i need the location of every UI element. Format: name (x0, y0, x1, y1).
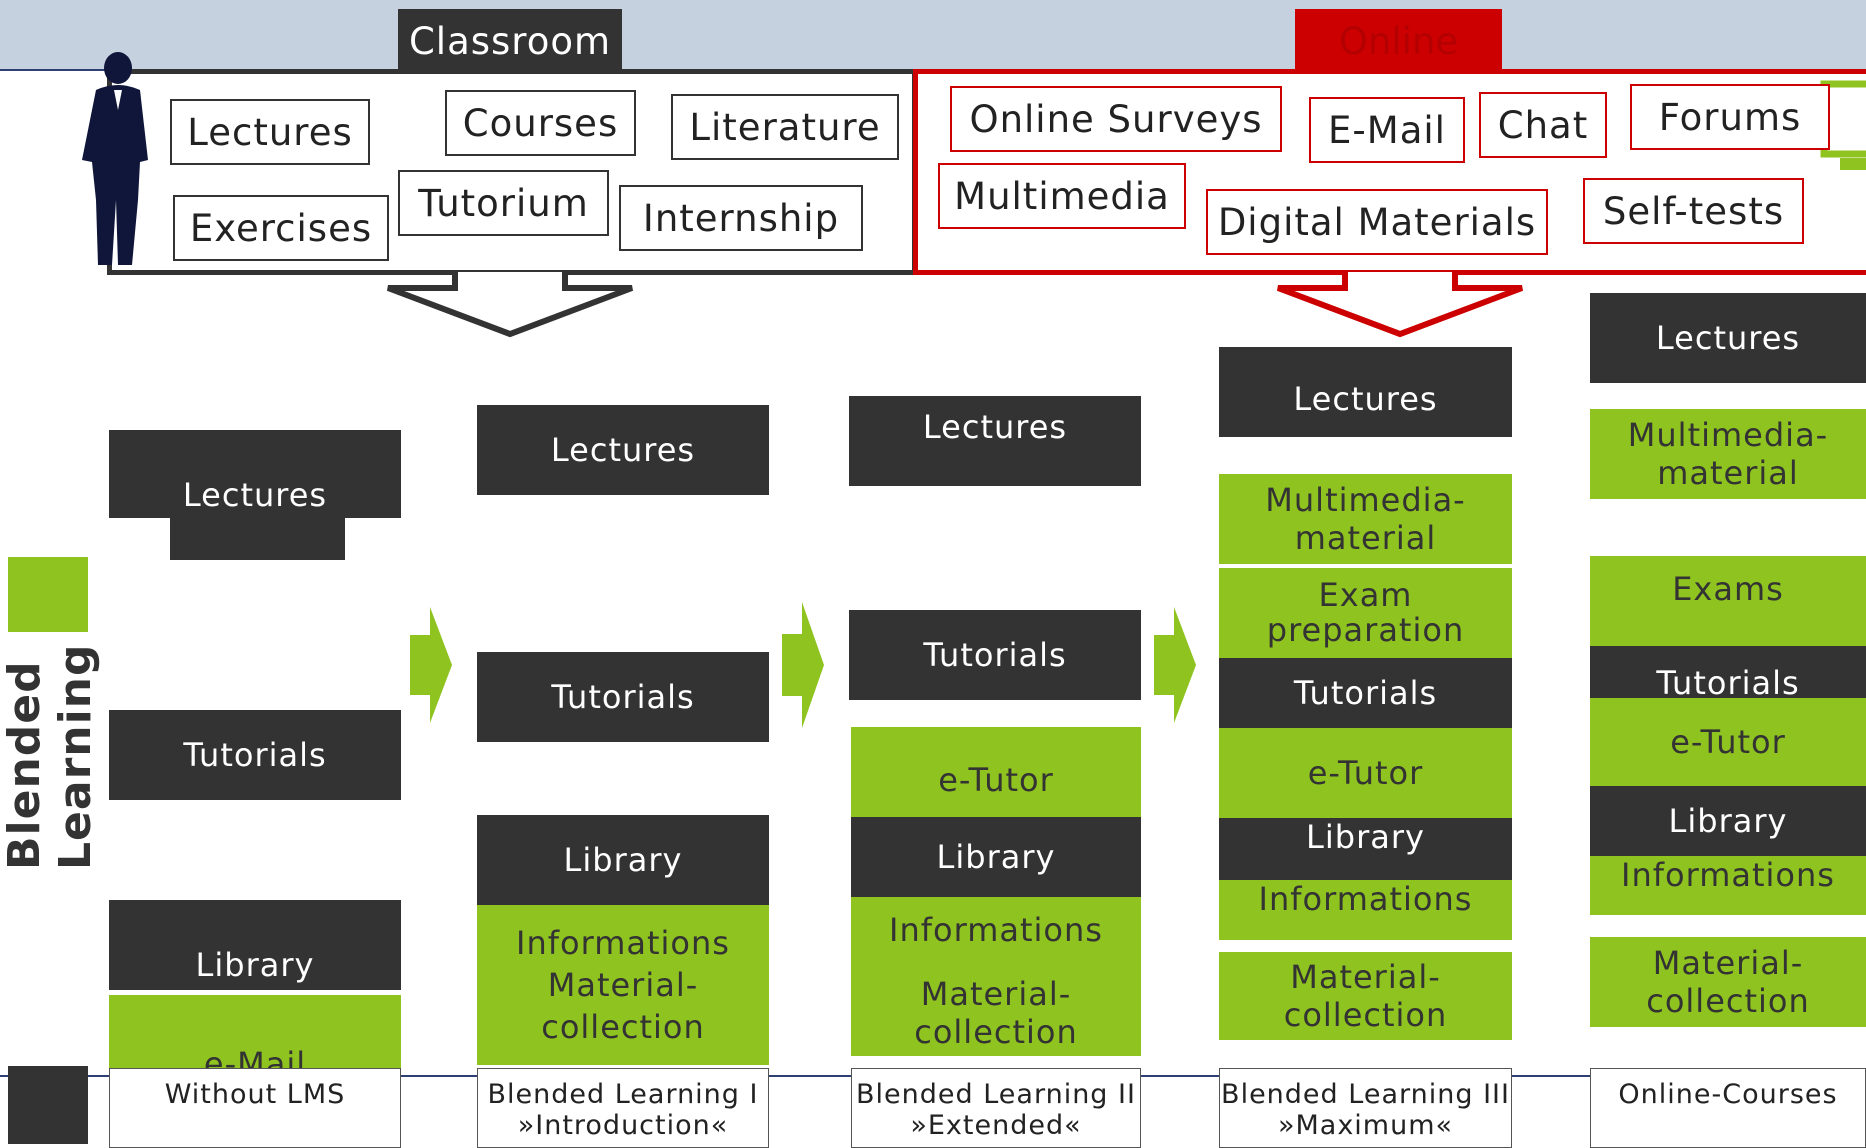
tag-lectures: Lectures (170, 99, 370, 165)
corner-square (8, 1066, 88, 1144)
col4-exam-preparation: Exam preparation (1219, 568, 1512, 658)
tag-online-surveys: Online Surveys (950, 86, 1282, 152)
col5-library: Library (1590, 786, 1866, 856)
col5-tutorials-label: Tutorials (1656, 663, 1800, 702)
col4-library-block (1219, 818, 1512, 880)
col3-lectures-label: Lectures (922, 408, 1068, 446)
transition-arrow-1 (410, 607, 452, 723)
col1-footer: Without LMS (109, 1068, 401, 1148)
col4-lectures: Lectures (1219, 347, 1512, 437)
transition-arrow-3 (1154, 607, 1196, 723)
tag-chat: Chat (1479, 92, 1607, 158)
col2-tutorials: Tutorials (477, 652, 769, 742)
col2-lectures: Lectures (477, 405, 769, 495)
col2-informations-material-collection: Informations Material- collection (477, 905, 769, 1065)
tag-forums: Forums (1630, 84, 1830, 150)
top-band (0, 0, 1866, 69)
col5-footer: Online-Courses (1590, 1068, 1866, 1148)
col5-lectures: Lectures (1590, 293, 1866, 383)
col4-footer: Blended Learning III »Maximum« (1219, 1068, 1512, 1148)
col2-library: Library (477, 815, 769, 905)
col5-exams: Exams (1590, 556, 1866, 646)
col5-informations: Informations (1590, 856, 1866, 915)
classroom-tab: Classroom (398, 9, 622, 73)
tag-multimedia: Multimedia (938, 163, 1186, 229)
online-tab: Online (1295, 9, 1502, 73)
tag-tutorium: Tutorium (398, 170, 609, 236)
col1-lectures-label: Lectures (182, 476, 328, 514)
tag-literature: Literature (671, 94, 899, 160)
col1-lectures-tab (170, 510, 345, 560)
col3-informations: Informations (851, 897, 1141, 962)
blended-learning-side-label: Blended Learning (0, 643, 101, 871)
col1-library-label: Library (195, 946, 315, 984)
person-icon (82, 52, 148, 265)
col1-library-block (109, 900, 401, 990)
col5-multimedia-material: Multimedia- material (1590, 409, 1866, 499)
col3-material-collection: Material- collection (851, 962, 1141, 1056)
col5-material-collection: Material- collection (1590, 937, 1866, 1027)
tag-e-mail: E-Mail (1309, 97, 1465, 163)
col2-footer: Blended Learning I »Introduction« (477, 1068, 769, 1148)
col4-material-collection: Material- collection (1219, 952, 1512, 1040)
col4-library-label: Library (1306, 818, 1425, 856)
side-label-highlight (8, 557, 88, 632)
tag-digital-materials: Digital Materials (1206, 189, 1548, 255)
tag-exercises: Exercises (173, 195, 389, 261)
transition-arrow-2 (782, 602, 824, 728)
col3-e-tutor: e-Tutor (851, 727, 1141, 817)
col4-informations: Informations (1219, 880, 1512, 940)
col3-library: Library (851, 817, 1141, 897)
col3-lectures-block (849, 396, 1141, 486)
col1-lectures-block (109, 430, 401, 518)
tag-internship: Internship (619, 185, 863, 251)
tag-self-tests: Self-tests (1583, 178, 1804, 244)
col3-tutorials: Tutorials (849, 610, 1141, 700)
col4-tutorials: Tutorials (1219, 658, 1512, 728)
col4-multimedia-material: Multimedia- material (1219, 474, 1512, 564)
col4-e-tutor: e-Tutor (1219, 728, 1512, 818)
col5-tutorials-block (1590, 646, 1866, 698)
online-funnel-arrow (1276, 272, 1524, 338)
col5-e-tutor: e-Tutor (1590, 698, 1866, 786)
col1-tutorials: Tutorials (109, 710, 401, 800)
col3-footer: Blended Learning II »Extended« (851, 1068, 1141, 1148)
classroom-funnel-arrow (386, 272, 634, 338)
tag-courses: Courses (445, 90, 636, 156)
